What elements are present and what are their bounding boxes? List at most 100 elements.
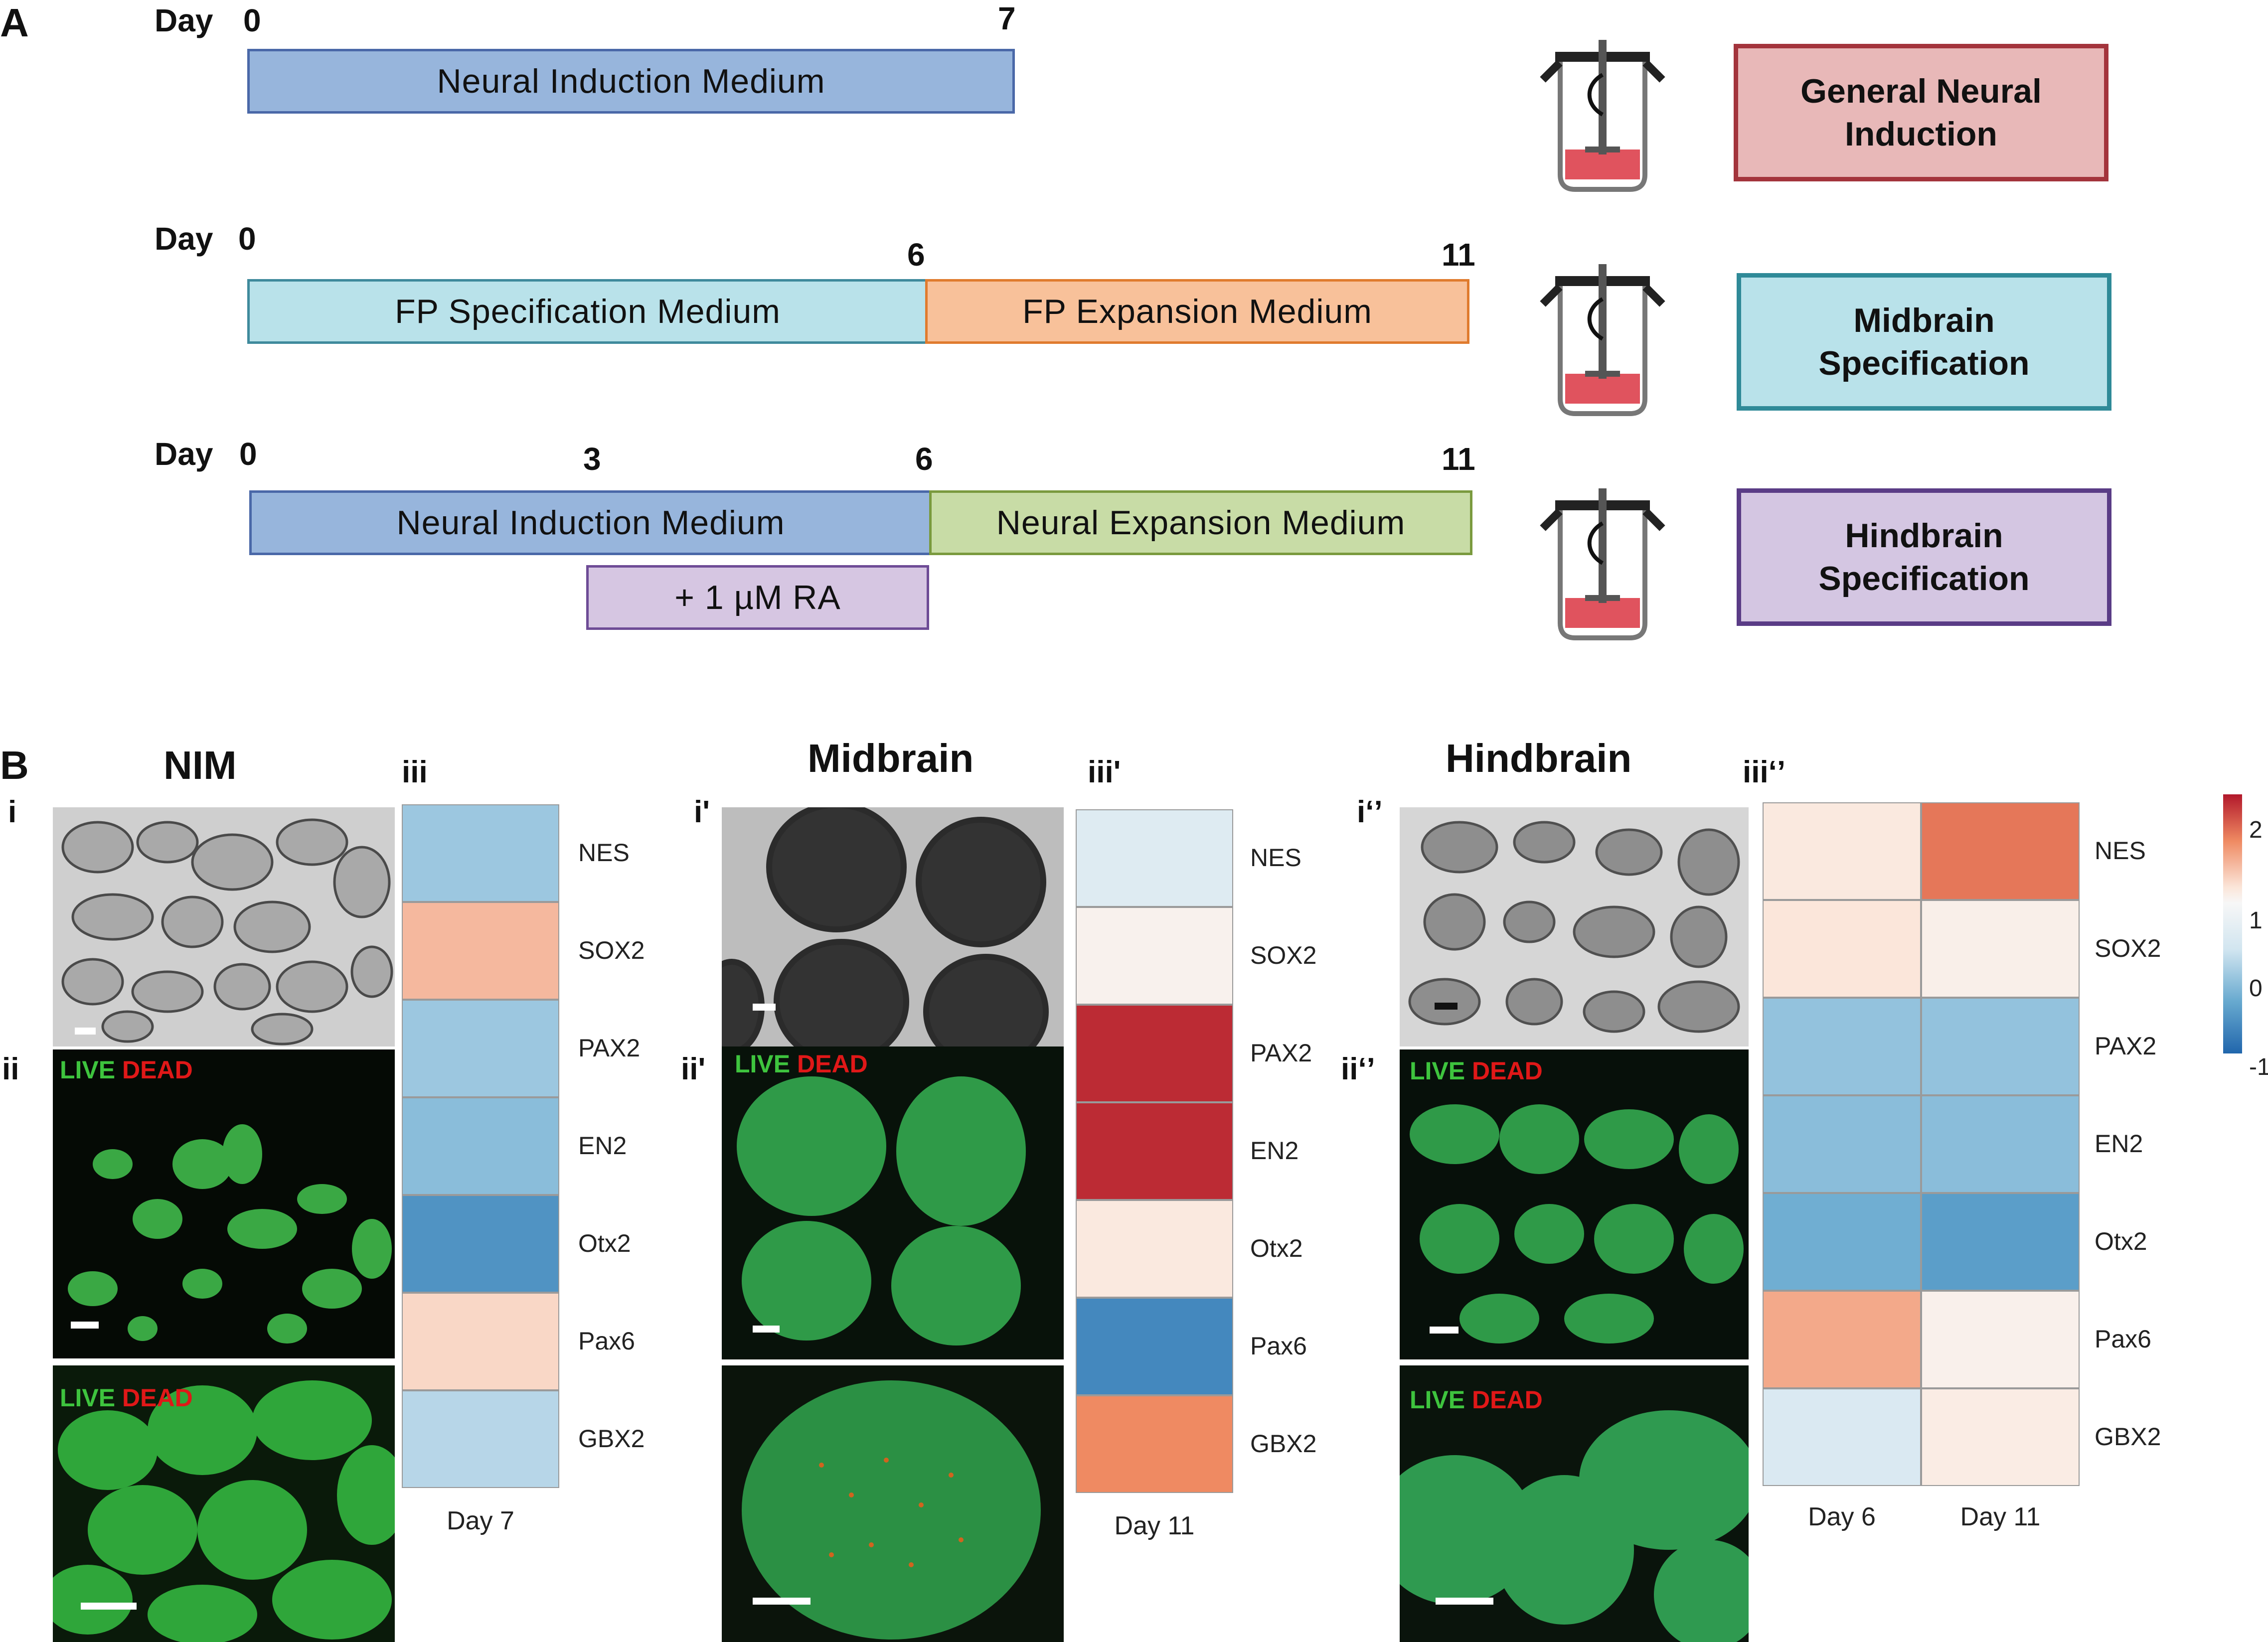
day-tick: 0	[238, 221, 256, 257]
gene-label: Pax6	[1250, 1332, 1307, 1360]
heatmap-cell	[402, 804, 559, 902]
gene-label: GBX2	[578, 1425, 645, 1453]
heatmap-cell	[1921, 1388, 2080, 1486]
gene-label: NES	[2095, 837, 2146, 865]
heatmap-cell	[1763, 802, 1921, 900]
heatmap-cell	[1921, 1193, 2080, 1291]
live-dead-legend: LIVE DEAD	[1410, 1385, 1543, 1414]
heatmap-cell	[402, 1293, 559, 1390]
scale-bar	[753, 1598, 810, 1605]
scale-bar	[71, 1322, 99, 1329]
colorbar-tick: 0	[2249, 975, 2263, 1002]
live-dead-legend: LIVE DEAD	[735, 1049, 868, 1078]
heatmap-cell	[1076, 1102, 1233, 1200]
ra-supplement-bar: + 1 µM RA	[586, 565, 929, 630]
sub-label: i	[8, 795, 17, 829]
panel-a-letter: A	[0, 0, 29, 45]
gene-label: PAX2	[2095, 1032, 2157, 1060]
scale-bar	[1435, 1003, 1458, 1010]
gene-label: GBX2	[2095, 1423, 2161, 1451]
live-dead-image-midbrain: LIVE DEAD	[722, 1046, 1064, 1359]
heatmap-cell	[1076, 1200, 1233, 1298]
heatmap-column-label: Day 11	[1114, 1511, 1195, 1540]
gene-label: Otx2	[578, 1229, 631, 1257]
live-dead-closeup-nim: LIVE DEAD	[53, 1365, 395, 1642]
outcome-midbrain-specification: Midbrain Specification	[1737, 273, 2111, 411]
bioreactor-icon	[1540, 40, 1665, 192]
day-tick: 11	[1442, 441, 1475, 477]
gene-label: Otx2	[1250, 1234, 1303, 1262]
heatmap-cell	[1076, 907, 1233, 1005]
gene-label: NES	[1250, 844, 1301, 872]
heatmap-cell	[1076, 809, 1233, 907]
medium-bar: FP Expansion Medium	[925, 279, 1469, 344]
medium-bar: FP Specification Medium	[247, 279, 928, 344]
live-label: LIVE	[1410, 1057, 1465, 1085]
day-tick: 11	[1442, 237, 1475, 273]
medium-bar-label: FP Specification Medium	[395, 293, 781, 330]
dead-label: DEAD	[1472, 1386, 1543, 1414]
sub-label: iii'	[1088, 755, 1121, 789]
heatmap-cell	[1921, 1095, 2080, 1193]
sub-label: ii‘’	[1341, 1052, 1375, 1086]
bioreactor-icon	[1540, 488, 1665, 640]
live-dead-image-nim: LIVE DEAD	[53, 1049, 395, 1358]
heatmap-cell	[1921, 900, 2080, 998]
day-tick: 3	[583, 441, 601, 477]
brightfield-image-nim	[53, 807, 395, 1046]
gene-label: Otx2	[2095, 1227, 2147, 1255]
dead-label: DEAD	[122, 1056, 193, 1084]
gene-label: PAX2	[578, 1034, 641, 1062]
heatmap-cell	[402, 1195, 559, 1293]
scale-bar	[75, 1028, 96, 1035]
gene-label: PAX2	[1250, 1039, 1312, 1067]
gene-label: EN2	[2095, 1130, 2143, 1158]
outcome-general-neural-induction: General Neural Induction	[1734, 44, 2108, 181]
heatmap-cell	[402, 1097, 559, 1195]
scale-bar	[1436, 1598, 1493, 1605]
heatmap-cell	[402, 902, 559, 1000]
medium-bar-label: Neural Induction Medium	[396, 504, 785, 542]
outcome-label: Hindbrain Specification	[1818, 517, 2030, 597]
live-dead-legend: LIVE DEAD	[60, 1383, 193, 1412]
medium-bar-label: Neural Induction Medium	[437, 62, 825, 100]
heatmap-cell	[1921, 802, 2080, 900]
colorbar	[2223, 794, 2242, 1053]
medium-bar: Neural Induction Medium	[249, 490, 932, 555]
heatmap-cell	[1763, 900, 1921, 998]
heatmap-cell	[1763, 998, 1921, 1095]
brightfield-image-midbrain	[722, 807, 1064, 1046]
gene-label: SOX2	[1250, 941, 1317, 969]
day-tick: 7	[998, 0, 1016, 36]
live-dead-legend: LIVE DEAD	[1410, 1056, 1543, 1085]
gene-label: Pax6	[2095, 1325, 2151, 1353]
sub-label: iii	[402, 755, 428, 789]
gene-label: EN2	[578, 1132, 627, 1160]
dead-label: DEAD	[797, 1050, 868, 1078]
live-label: LIVE	[1410, 1386, 1465, 1414]
heatmap-cell	[1921, 1291, 2080, 1388]
day-tick: 0	[239, 436, 257, 472]
outcome-label: General Neural Induction	[1800, 72, 2042, 153]
colorbar-tick: 1	[2249, 907, 2263, 934]
group-title-nim: NIM	[163, 743, 237, 787]
heatmap-column-label: Day 11	[1960, 1502, 2041, 1531]
live-dead-legend: LIVE DEAD	[60, 1055, 193, 1084]
live-label: LIVE	[60, 1056, 116, 1084]
day-label: Day	[155, 221, 213, 257]
gene-label: NES	[578, 839, 630, 867]
heatmap-cell	[1076, 1005, 1233, 1102]
day-tick: 6	[907, 237, 925, 273]
sub-label: i'	[694, 795, 710, 829]
gene-label: Pax6	[578, 1327, 635, 1355]
heatmap-cell	[1763, 1291, 1921, 1388]
gene-label: GBX2	[1250, 1430, 1317, 1458]
gene-label: SOX2	[2095, 934, 2161, 962]
colorbar-tick: 2	[2249, 817, 2263, 843]
gene-label: EN2	[1250, 1137, 1299, 1165]
panel-b-letter: B	[0, 743, 29, 787]
live-dead-closeup-hindbrain: LIVE DEAD	[1400, 1365, 1749, 1642]
day-tick: 6	[915, 441, 933, 477]
medium-bar-label: FP Expansion Medium	[1022, 293, 1372, 330]
medium-bar-label: Neural Expansion Medium	[996, 504, 1406, 542]
